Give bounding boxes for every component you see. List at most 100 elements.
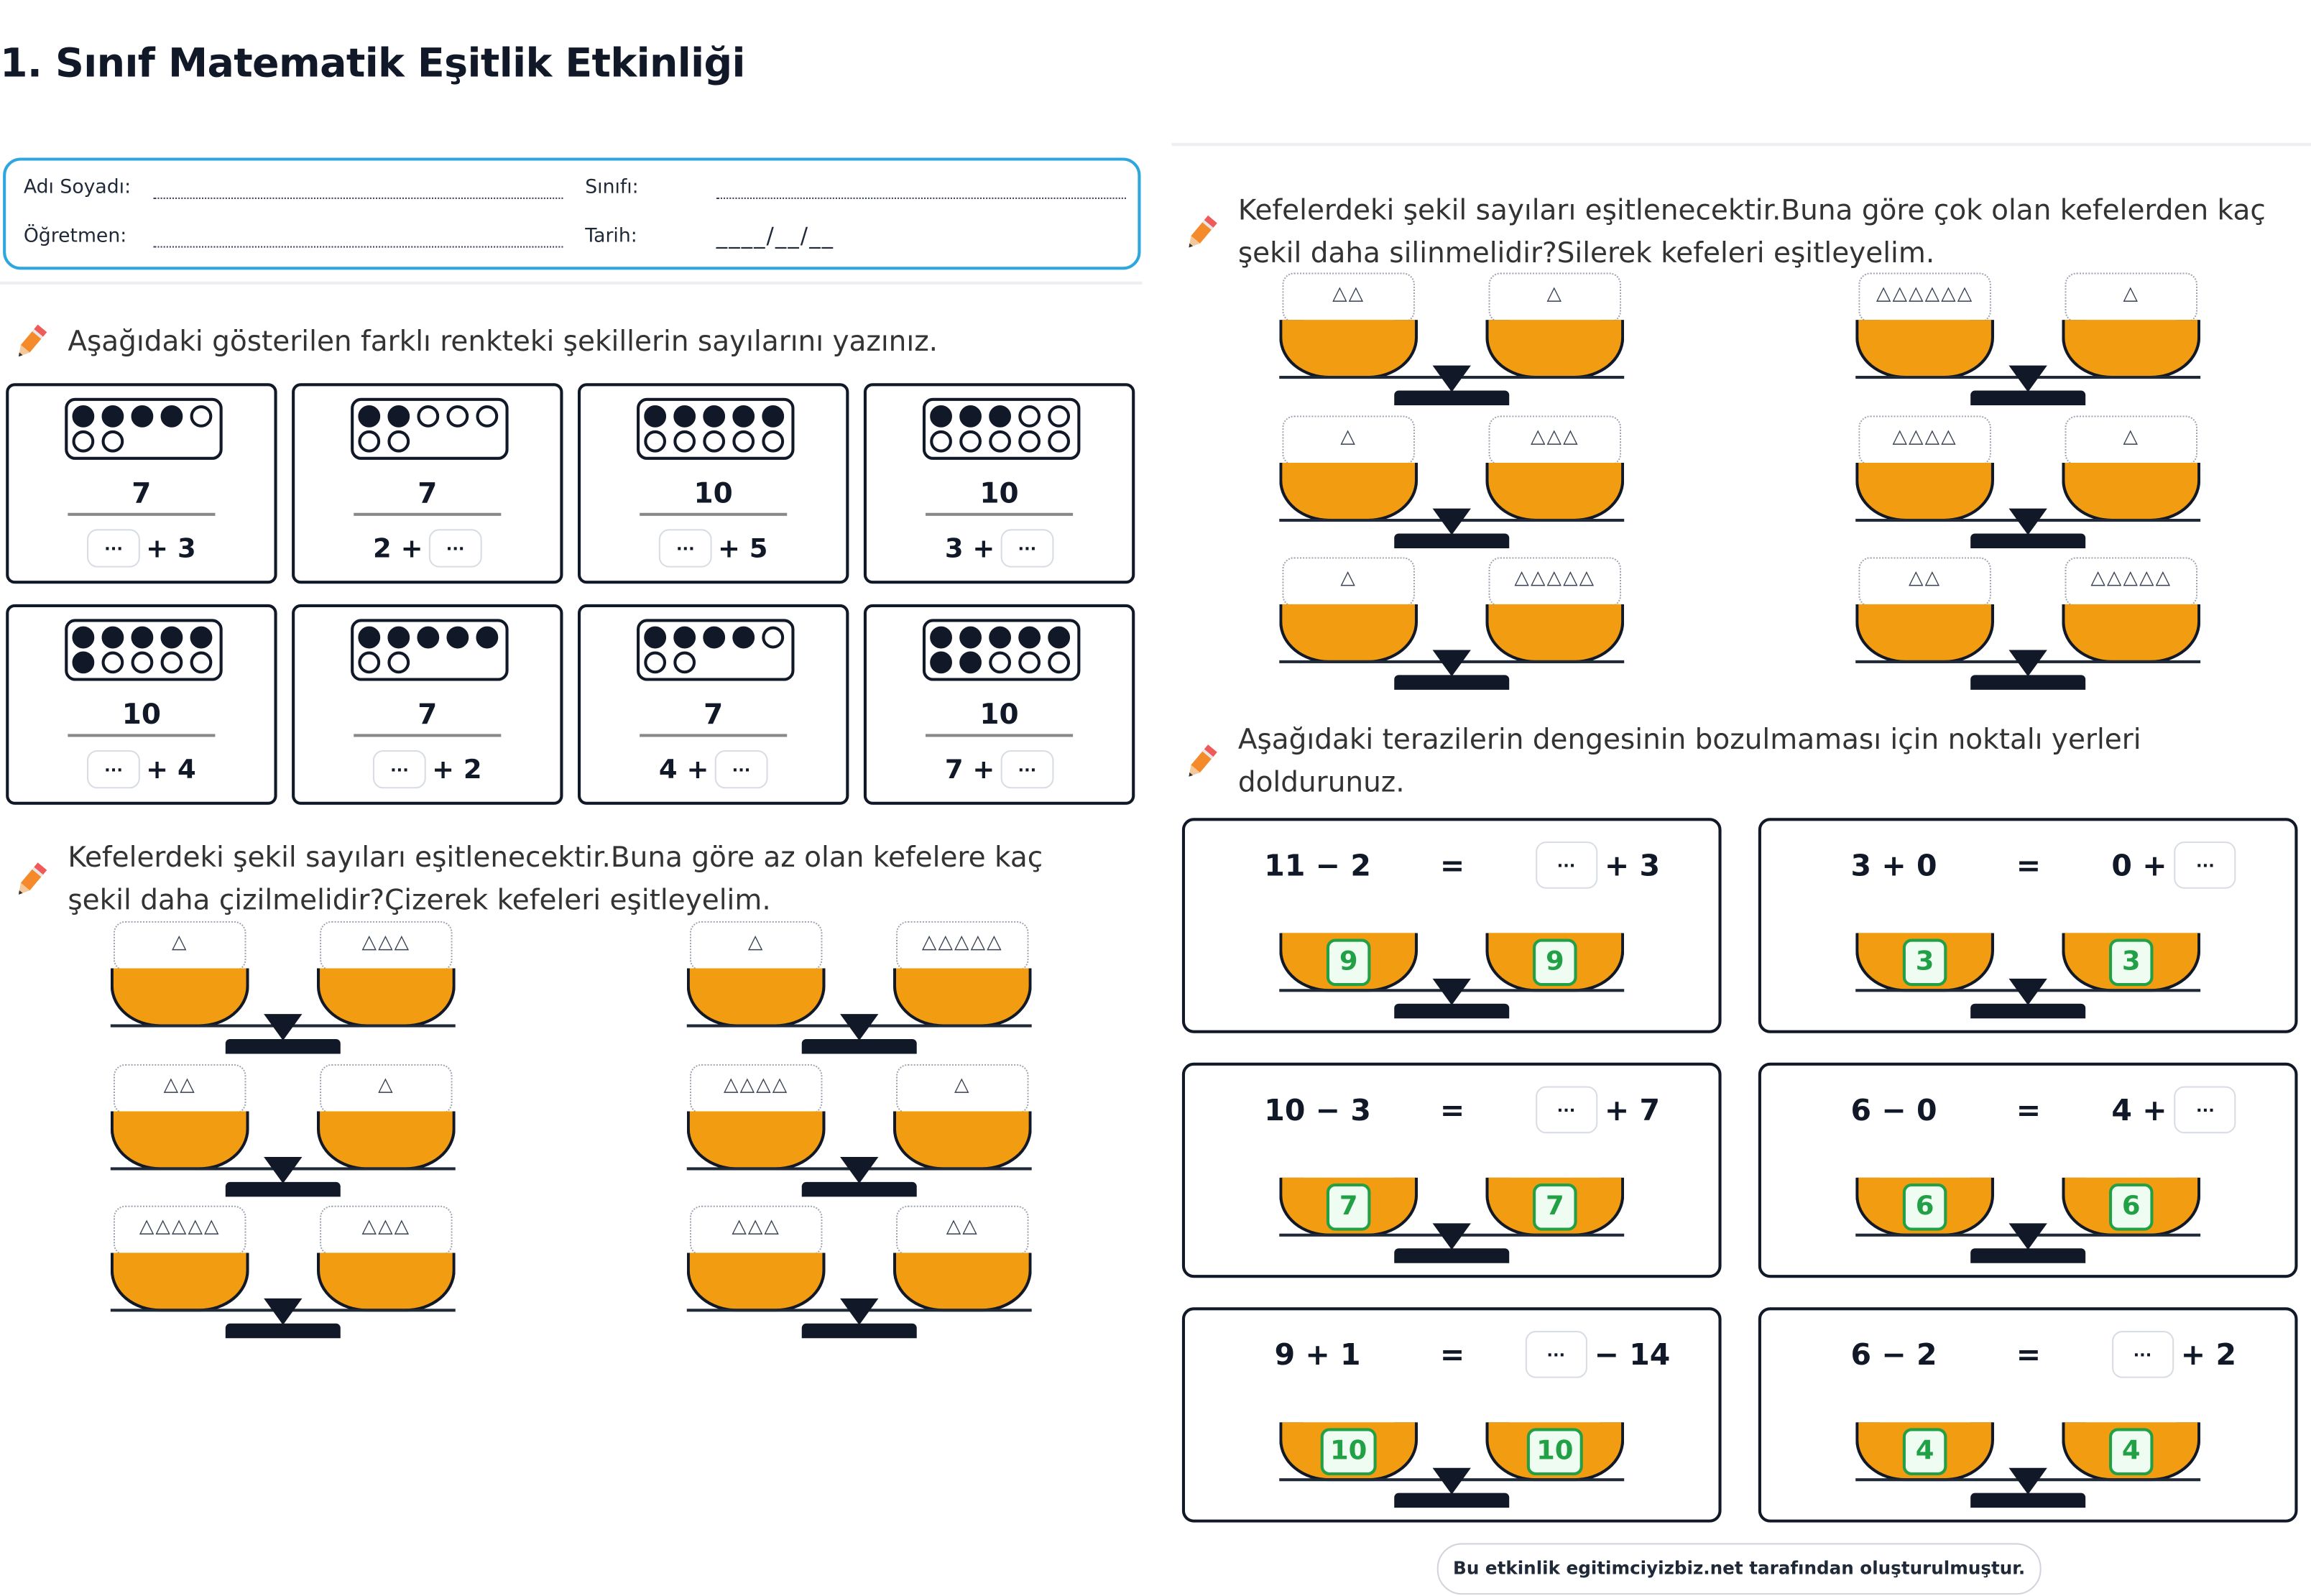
- filled-circle: [160, 626, 183, 649]
- right-shape-box[interactable]: △△△△△: [896, 921, 1029, 972]
- pencil-icon: [10, 859, 51, 900]
- left-pan: [110, 968, 249, 1028]
- answer-blank[interactable]: ···: [87, 529, 140, 568]
- ten-frame-card: 7···+ 2: [292, 604, 563, 805]
- teacher-field[interactable]: [153, 246, 563, 248]
- ten-frame: [637, 619, 795, 681]
- left-value-badge: 9: [1326, 938, 1371, 987]
- left-pan: [110, 1253, 249, 1312]
- divider-line: [926, 734, 1074, 737]
- balance-scale: △△△△: [1279, 415, 1625, 551]
- empty-circle: [1018, 430, 1041, 453]
- right-pan: [892, 1111, 1032, 1171]
- ten-frame: [922, 619, 1081, 681]
- empty-circle: [644, 430, 667, 453]
- balance-scale: △△△△: [110, 921, 456, 1057]
- empty-circle: [1018, 651, 1041, 674]
- section2-heading: Kefelerdeki şekil sayıları eşitlenecekti…: [68, 837, 1043, 923]
- left-value-badge: 6: [1902, 1183, 1947, 1231]
- right-shape-box[interactable]: △△: [896, 1205, 1029, 1256]
- right-shape-box[interactable]: △△△: [320, 921, 453, 972]
- balance-scale: △△△△△: [1855, 415, 2201, 551]
- answer-blank[interactable]: ···: [428, 529, 482, 568]
- filled-circle: [358, 626, 381, 649]
- left-pan: [686, 1253, 826, 1312]
- right-shape-box[interactable]: △: [2065, 272, 2198, 323]
- empty-circle: [358, 651, 381, 674]
- heading-line: Kefelerdeki şekil sayıları eşitlenecekti…: [68, 841, 1043, 875]
- right-shape-box[interactable]: △△△△△: [2065, 557, 2198, 608]
- left-expression: 10 − 3: [1264, 1092, 1371, 1128]
- scale-base: [1970, 1493, 2086, 1508]
- left-shape-box[interactable]: △△: [113, 1064, 246, 1115]
- balance-scale: △△△△△: [686, 1205, 1032, 1342]
- right-shape-box[interactable]: △△△: [320, 1205, 453, 1256]
- divider-line: [640, 734, 788, 737]
- left-shape-box[interactable]: △: [113, 921, 246, 972]
- answer-blank[interactable]: ···: [658, 529, 712, 568]
- right-value-badge: 3: [2108, 938, 2154, 987]
- empty-circle: [476, 405, 499, 428]
- left-shape-box[interactable]: △: [1282, 415, 1415, 466]
- right-shape-box[interactable]: △: [320, 1064, 453, 1115]
- answer-blank[interactable]: ···: [2174, 841, 2237, 889]
- answer-blank[interactable]: ···: [714, 749, 768, 789]
- answer-blank[interactable]: ···: [1535, 1086, 1597, 1134]
- pencil-icon: [1181, 212, 1222, 253]
- page-title: 1. Sınıf Matematik Eşitlik Etkinliği: [0, 41, 746, 88]
- answer-blank[interactable]: ···: [2174, 1086, 2237, 1134]
- right-shape-box[interactable]: △: [1488, 272, 1622, 323]
- right-value-badge: 6: [2108, 1183, 2154, 1231]
- card-total: 10: [121, 698, 162, 732]
- answer-blank[interactable]: ···: [1535, 841, 1597, 889]
- filled-circle: [703, 626, 726, 649]
- right-shape-box[interactable]: △: [896, 1064, 1029, 1115]
- date-field[interactable]: ____/__/__: [716, 222, 835, 249]
- filled-circle: [387, 626, 410, 649]
- right-pan: [316, 968, 456, 1028]
- left-shape-box[interactable]: △△△: [689, 1205, 823, 1256]
- ten-frame: [637, 397, 795, 460]
- scale-fulcrum: [264, 1157, 303, 1184]
- empty-circle: [1018, 405, 1041, 428]
- empty-circle: [703, 430, 726, 453]
- left-shape-box[interactable]: △△△△△△: [1858, 272, 1991, 323]
- right-shape-box[interactable]: △: [2065, 415, 2198, 466]
- left-shape-box[interactable]: △: [1282, 557, 1415, 608]
- equals-sign: =: [1439, 1337, 1465, 1373]
- answer-blank[interactable]: ···: [1000, 529, 1054, 568]
- left-shape-box[interactable]: △△: [1282, 272, 1415, 323]
- right-pan: [316, 1253, 456, 1312]
- empty-circle: [762, 626, 785, 649]
- answer-blank[interactable]: ···: [87, 749, 140, 789]
- right-shape-box[interactable]: △△△: [1488, 415, 1622, 466]
- expression-part: − 14: [1594, 1337, 1671, 1373]
- answer-blank[interactable]: ···: [1000, 749, 1054, 789]
- card-expression: 3 +···: [867, 529, 1132, 568]
- answer-blank[interactable]: ···: [373, 749, 426, 789]
- right-shape-box[interactable]: △△△△△: [1488, 557, 1622, 608]
- filled-circle: [160, 405, 183, 428]
- left-shape-box[interactable]: △△△△△: [113, 1205, 246, 1256]
- left-shape-box[interactable]: △△: [1858, 557, 1991, 608]
- balance-scale: △△△: [110, 1064, 456, 1200]
- filled-circle: [644, 405, 667, 428]
- answer-blank[interactable]: ···: [2111, 1331, 2174, 1378]
- left-value-badge: 7: [1326, 1183, 1371, 1231]
- class-field[interactable]: [716, 197, 1126, 199]
- answer-blank[interactable]: ···: [1525, 1331, 1587, 1378]
- left-shape-box[interactable]: △: [689, 921, 823, 972]
- card-expression: ···+ 3: [9, 529, 274, 568]
- left-shape-box[interactable]: △△△△: [689, 1064, 823, 1115]
- name-field[interactable]: [153, 197, 563, 199]
- ten-frame-card: 10···+ 4: [6, 604, 277, 805]
- scale-base: [1394, 533, 1510, 548]
- empty-circle: [959, 430, 982, 453]
- left-shape-box[interactable]: △△△△: [1858, 415, 1991, 466]
- scale-fulcrum: [2008, 1223, 2047, 1250]
- empty-circle: [190, 651, 213, 674]
- balance-scale: △△△△△△: [686, 921, 1032, 1057]
